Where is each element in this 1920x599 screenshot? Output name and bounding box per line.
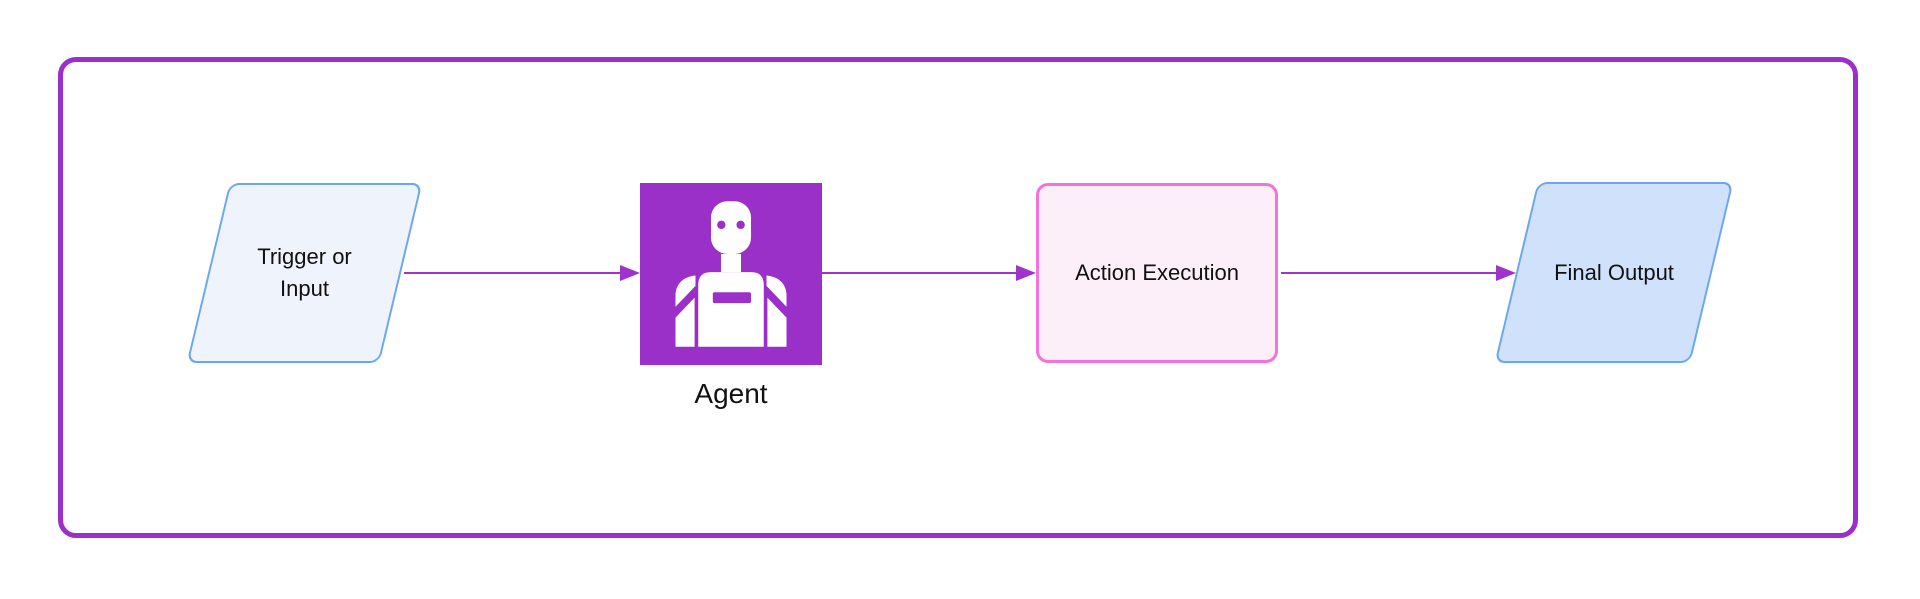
node-agent-label: Agent — [694, 378, 768, 409]
node-trigger-input: Trigger or Input — [186, 183, 423, 363]
arrowhead-icon — [1496, 265, 1516, 281]
node-trigger-input-label-wrap: Trigger or Input — [210, 185, 399, 361]
node-final-output-label: Final Output — [1554, 259, 1674, 285]
edge-line — [404, 272, 620, 274]
node-agent — [640, 183, 822, 365]
edge-action-to-output — [1281, 264, 1516, 282]
node-trigger-input-label: Trigger or Input — [257, 244, 352, 301]
node-action-execution: Action Execution — [1036, 183, 1278, 363]
edge-line — [822, 272, 1016, 274]
arrowhead-icon — [1016, 265, 1036, 281]
edge-agent-to-action — [822, 264, 1036, 282]
edge-trigger-to-agent — [404, 264, 640, 282]
robot-icon — [675, 201, 787, 347]
arrowhead-icon — [620, 265, 640, 281]
edge-line — [1281, 272, 1496, 274]
node-final-output: Final Output — [1494, 182, 1734, 363]
workflow-frame-border — [58, 57, 1858, 538]
node-action-execution-label: Action Execution — [1075, 260, 1239, 286]
